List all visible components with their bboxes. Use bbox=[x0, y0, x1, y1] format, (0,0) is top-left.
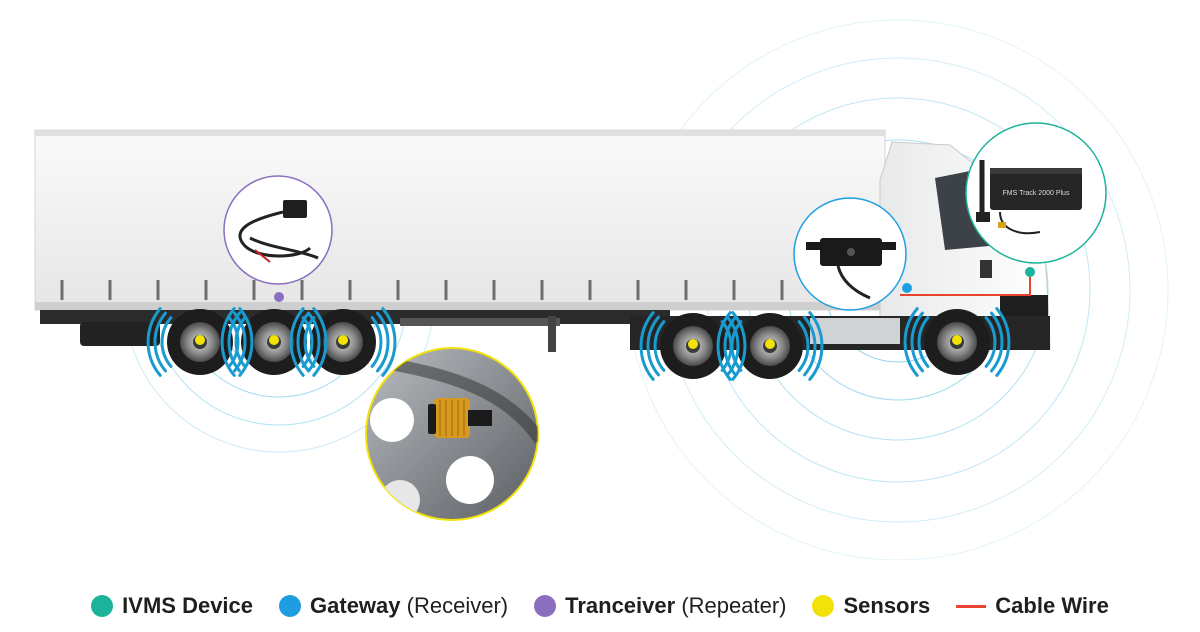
legend-swatch-line bbox=[956, 604, 987, 608]
legend-swatch-dot bbox=[91, 595, 114, 617]
legend-item-sensors: Sensors bbox=[812, 593, 930, 619]
sensor-signal-arcs bbox=[146, 307, 1011, 381]
signal-arc bbox=[797, 320, 810, 372]
signal-arc bbox=[238, 307, 254, 377]
truck-diagram: FMS Track 2000 Plus bbox=[34, 19, 1169, 560]
legend-sublabel: (Receiver) bbox=[406, 593, 509, 618]
signal-arc bbox=[910, 311, 924, 373]
signal-arc bbox=[312, 307, 328, 377]
gateway-dot bbox=[902, 283, 912, 293]
signal-arc bbox=[984, 316, 997, 368]
signal-arc bbox=[160, 316, 173, 368]
signal-arc bbox=[803, 315, 817, 377]
signal-arc bbox=[808, 311, 824, 381]
signal-arc bbox=[990, 311, 1004, 373]
legend-label: Sensors bbox=[843, 593, 931, 618]
gateway-device-zoom bbox=[793, 197, 907, 311]
sensor-dot bbox=[269, 335, 279, 345]
signal-arc bbox=[370, 316, 383, 368]
sensor-dot bbox=[338, 335, 348, 345]
sensor-dot bbox=[688, 339, 698, 349]
signal-arc bbox=[653, 320, 666, 372]
legend-label: Cable Wire bbox=[995, 593, 1109, 618]
legend-label: IVMS Device bbox=[122, 593, 254, 618]
legend-label: Gateway bbox=[310, 593, 401, 618]
repeater-dot bbox=[274, 292, 284, 302]
sensor-dot bbox=[952, 335, 962, 345]
legend-swatch-dot bbox=[279, 595, 302, 617]
legend-item-gateway: Gateway (Receiver) bbox=[279, 593, 508, 619]
signal-arc bbox=[917, 316, 930, 368]
legend-label: Tranceiver bbox=[565, 593, 676, 618]
signal-arc bbox=[146, 307, 162, 377]
signal-arc bbox=[301, 316, 314, 368]
signal-arc bbox=[716, 311, 732, 381]
legend-swatch-dot bbox=[534, 595, 557, 617]
signal-arc bbox=[296, 311, 310, 373]
signal-arc bbox=[995, 307, 1011, 377]
signal-arc bbox=[234, 316, 247, 368]
sensor-dots bbox=[195, 267, 1035, 349]
ivms-device-label: FMS Track 2000 Plus bbox=[1003, 190, 1070, 197]
legend-swatch-dot bbox=[812, 595, 835, 617]
legend-item-ivms-device: IVMS Device bbox=[91, 593, 253, 619]
signal-arc bbox=[903, 307, 919, 377]
signal-arc bbox=[220, 307, 236, 377]
legend: IVMS Device Gateway (Receiver) Tranceive… bbox=[0, 586, 1200, 626]
signal-arc bbox=[731, 311, 747, 381]
signal-arc bbox=[303, 316, 316, 368]
signal-arc bbox=[227, 311, 241, 373]
legend-item-tranceiver: Tranceiver (Repeater) bbox=[534, 593, 786, 619]
signal-arc bbox=[376, 311, 390, 373]
sensor-dot bbox=[195, 335, 205, 345]
signal-arc bbox=[233, 311, 247, 373]
legend-item-cable-wire: Cable Wire bbox=[956, 593, 1109, 619]
legend-sublabel: (Repeater) bbox=[681, 593, 787, 618]
signal-arc bbox=[289, 307, 305, 377]
signal-arc bbox=[730, 320, 743, 372]
sensor-dot bbox=[765, 339, 775, 349]
tpms-sensor-zoom bbox=[365, 347, 539, 521]
signal-arc bbox=[381, 307, 397, 377]
signal-arc bbox=[646, 315, 660, 377]
signal-arc bbox=[153, 311, 167, 373]
ivms-dot bbox=[1025, 267, 1035, 277]
trailer bbox=[34, 129, 886, 352]
ivms-device-zoom: FMS Track 2000 Plus bbox=[965, 122, 1107, 264]
signal-arc bbox=[723, 315, 737, 377]
signal-arc bbox=[639, 311, 655, 381]
repeater-device-zoom bbox=[223, 175, 333, 285]
